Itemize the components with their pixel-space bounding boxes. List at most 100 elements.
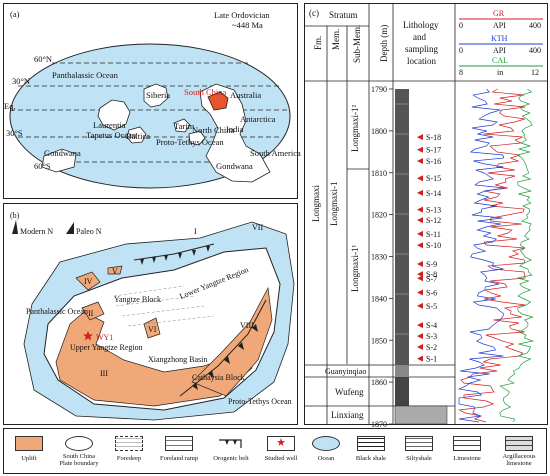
xiangzhong-label: Xiangzhong Basin xyxy=(148,355,207,364)
thrust-tooth xyxy=(178,253,182,259)
lithology-header-2: and xyxy=(413,32,426,42)
cal-unit: in xyxy=(497,68,503,77)
sample-marker-icon xyxy=(417,206,423,213)
longmaxi-1-1-label: Longmaxi-1¹ xyxy=(350,245,360,292)
foreland-ramp-swatch xyxy=(165,436,193,451)
legend-orogenic-belt: Orogenic belt xyxy=(206,429,256,473)
paleo-north-arrow-icon xyxy=(66,222,74,234)
sample-marker-group: S-18S-17S-16S-15S-14S-13S-12S-11S-10S-9S… xyxy=(417,133,441,364)
longmaxi-1-2-label: Longmaxi-1² xyxy=(350,105,360,152)
south-china-landmass xyxy=(207,91,229,111)
north-china-landmass xyxy=(188,130,206,146)
legend-label: Studied well xyxy=(264,455,298,462)
sample-label: S-12 xyxy=(426,216,441,225)
sample-marker-icon xyxy=(417,322,423,329)
depth-tick-label: 1820 xyxy=(371,211,387,220)
log-curve-cal xyxy=(499,88,535,423)
legend-label: Orogenic belt xyxy=(213,455,249,462)
region-v: V xyxy=(112,267,118,276)
gondwana-e-label: Gondwana xyxy=(216,161,253,171)
lithology-black-shale xyxy=(395,89,409,365)
depth-tick-label: 1840 xyxy=(371,294,387,303)
modern-north-arrow-icon xyxy=(12,220,18,234)
cal-name: CAL xyxy=(492,56,508,65)
sample-marker-icon xyxy=(417,275,423,282)
sample-label: S-11 xyxy=(426,230,441,239)
sample-marker-icon xyxy=(417,242,423,249)
panel-b-tectonic-map: (b) Modern N Paleo N I VII IV V II VI VI… xyxy=(3,203,298,425)
legend: Uplift South China Plate boundary Forede… xyxy=(3,428,547,474)
panel-c-tag: (c) xyxy=(309,8,319,18)
tarim-landmass xyxy=(173,118,191,133)
india-label: India xyxy=(226,124,244,134)
ocean-swatch xyxy=(312,436,340,451)
laurentia-landmass xyxy=(97,99,131,131)
sample-label: S-9 xyxy=(426,260,437,269)
legend-label: Foreland ramp xyxy=(159,455,199,462)
thrust-tooth xyxy=(164,255,168,261)
kth-max: 400 xyxy=(529,46,541,55)
stratum-header: Stratum xyxy=(329,10,358,20)
thrust-tooth xyxy=(192,382,198,390)
cathaysia-label: Cathaysia Block xyxy=(192,373,245,382)
depth-tick-label: 1830 xyxy=(371,253,387,262)
depth-header: Depth (m) xyxy=(379,25,389,62)
proto-tethys-b-label: Proto-Tethys Ocean xyxy=(228,397,292,406)
uplift-v xyxy=(107,265,123,275)
siberia-label: Siberia xyxy=(146,90,170,100)
laurentia-label: Laurentia xyxy=(93,120,126,130)
thrust-tooth xyxy=(224,356,230,364)
legend-label: Foredeep xyxy=(116,455,142,462)
sample-label: S-2 xyxy=(426,343,437,352)
uplift-swatch xyxy=(15,436,43,451)
era-label: Late Ordovician xyxy=(214,10,270,20)
baltica-landmass xyxy=(126,126,147,144)
region-i: I xyxy=(194,227,197,236)
proto-tethys-label: Proto-Tethys Ocean xyxy=(156,137,224,147)
sample-marker-icon xyxy=(417,158,423,165)
sample-marker-icon xyxy=(417,355,423,362)
panel-b-tag: (b) xyxy=(10,211,20,220)
lithology-linxiang xyxy=(394,405,448,425)
gondwana-west-landmass xyxy=(41,148,77,173)
sample-label: S-3 xyxy=(426,332,437,341)
gr-name: GR xyxy=(493,9,505,18)
legend-label: Siltyshale xyxy=(406,455,432,462)
legend-ocean: Ocean xyxy=(306,429,346,473)
tapetus-label: Tapetus Ocean xyxy=(86,130,137,140)
sample-marker-icon xyxy=(417,230,423,237)
fm-header: Fm. xyxy=(313,36,323,50)
thrust-tooth xyxy=(140,259,144,265)
upper-yangtze-label: Upper Yangtze Region xyxy=(70,343,143,352)
depth-tick-label: 1870 xyxy=(371,420,387,429)
limestone-swatch xyxy=(453,436,481,451)
legend-studied-well: ★ Studied well xyxy=(258,429,304,473)
antarctica-label: Antarctica xyxy=(240,114,276,124)
depth-tick-label: 1850 xyxy=(371,336,387,345)
sample-label: S-5 xyxy=(426,302,437,311)
sample-label: S-15 xyxy=(426,174,441,183)
siltyshale-swatch xyxy=(405,436,433,451)
lat-30s: 30°S xyxy=(6,128,23,138)
foredeep-hatch-4 xyxy=(127,315,215,327)
foredeep-hatch-3 xyxy=(121,305,205,317)
panthalassic-b-label: Panthalassic Ocean xyxy=(26,307,88,316)
log-curve-kth xyxy=(457,88,505,423)
lat-30n: 30°N xyxy=(12,76,30,86)
thrust-tooth xyxy=(192,250,196,256)
orogenic-belt-north xyxy=(133,243,215,261)
lithology-wufeng xyxy=(395,377,409,406)
panthalassic-label: Panthalassic Ocean xyxy=(52,70,119,80)
paleomap-svg: (a) Late Ordovician ~448 Ma 60°N 30°N Eq… xyxy=(4,9,301,189)
gr-min: 0 xyxy=(459,21,463,30)
sample-marker-icon xyxy=(417,343,423,350)
sample-marker-icon xyxy=(417,289,423,296)
linxiang-label: Linxiang xyxy=(331,410,364,420)
paleo-n-label: Paleo N xyxy=(76,227,102,236)
sample-label: S-16 xyxy=(426,157,441,166)
legend-foreland-ramp: Foreland ramp xyxy=(154,429,204,473)
gr-max: 400 xyxy=(529,21,541,30)
lithology-guanyinqiao xyxy=(395,365,409,377)
sample-marker-icon xyxy=(417,333,423,340)
